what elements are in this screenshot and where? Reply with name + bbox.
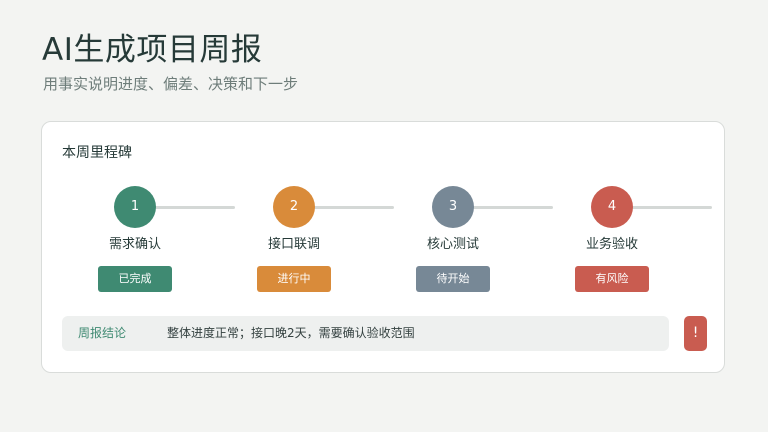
page-title: AI生成项目周报 [42, 32, 263, 68]
milestone-connector [135, 206, 235, 209]
milestone-connector [453, 206, 553, 209]
status-badge[interactable]: 有风险 [575, 266, 649, 292]
milestone-step-2: 2 接口联调 进行中 [241, 186, 401, 296]
page-subtitle: 用事实说明进度、偏差、决策和下一步 [43, 75, 299, 93]
milestone-number: 2 [273, 186, 315, 228]
milestone-step-4: 4 业务验收 有风险 [559, 186, 719, 296]
weekly-summary: 周报结论 整体进度正常；接口晚2天，需要确认验收范围 [62, 316, 669, 351]
milestone-number: 3 [432, 186, 474, 228]
summary-label: 周报结论 [78, 326, 127, 340]
milestone-connector [294, 206, 394, 209]
status-badge[interactable]: 进行中 [257, 266, 331, 292]
milestone-name: 接口联调 [267, 237, 320, 252]
milestone-name: 需求确认 [108, 237, 161, 252]
milestone-name: 业务验收 [585, 237, 638, 252]
status-badge[interactable]: 待开始 [416, 266, 490, 292]
milestone-step-1: 1 需求确认 已完成 [82, 186, 242, 296]
milestone-connector [612, 206, 712, 209]
summary-text: 整体进度正常；接口晚2天，需要确认验收范围 [167, 326, 415, 340]
card-title: 本周里程碑 [62, 145, 132, 161]
status-badge[interactable]: 已完成 [98, 266, 172, 292]
milestone-card: 本周里程碑 1 需求确认 已完成 2 接口联调 进行中 3 核心测试 待开始 4… [41, 121, 725, 373]
milestone-name: 核心测试 [426, 237, 479, 252]
alert-icon[interactable]: ! [684, 316, 707, 351]
milestone-step-3: 3 核心测试 待开始 [400, 186, 560, 296]
milestone-number: 1 [114, 186, 156, 228]
milestone-number: 4 [591, 186, 633, 228]
